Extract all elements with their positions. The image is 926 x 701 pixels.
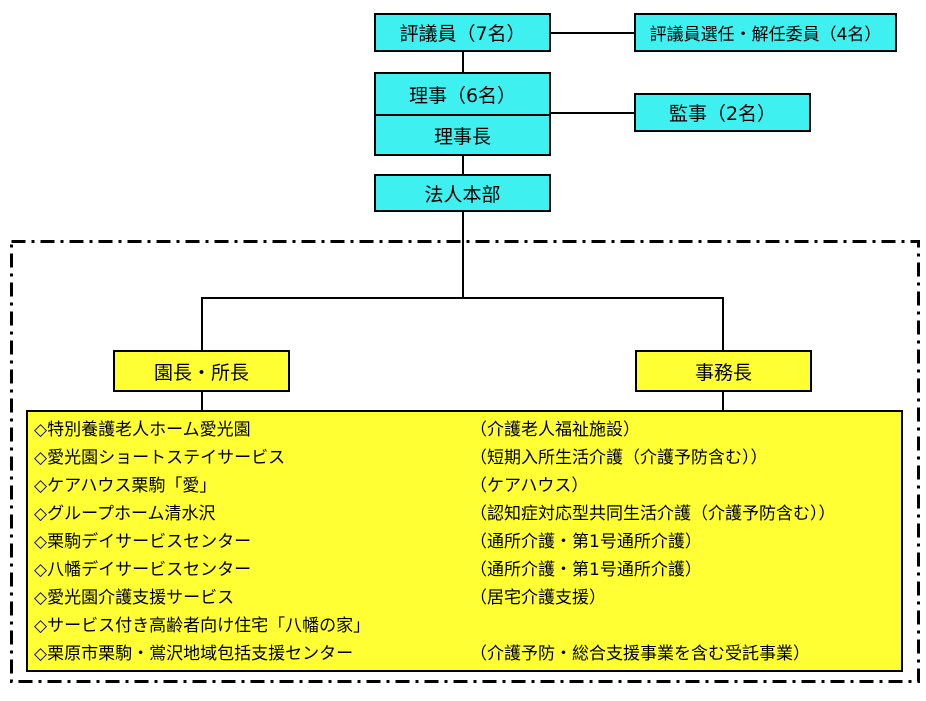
list-item: ◇サービス付き高齢者向け住宅「八幡の家」 [28,612,901,640]
connector-councillors-directors [462,51,464,73]
service-name: ◇グループホーム清水沢 [34,504,216,524]
service-name: ◇ケアハウス栗駒「愛」 [34,476,217,496]
connector-directors-headquarters [462,155,464,175]
connector-councillors-committee [550,32,636,34]
secretary-general-box: 事務長 [635,350,812,392]
service-name: ◇特別養護老人ホーム愛光園 [34,420,251,440]
director-head-box: 園長・所長 [113,350,290,392]
councillors-box: 評議員（7名） [374,13,551,52]
chairman-label: 理事長 [433,125,491,148]
headquarters-box: 法人本部 [374,174,551,212]
service-type: （短期入所生活介護（介護予防含む）） [470,448,768,468]
list-item: ◇愛光園介護支援サービス （居宅介護支援） [28,584,901,612]
connector-branch-horizontal [201,297,724,299]
service-name: ◇八幡デイサービスセンター [34,560,252,580]
service-type: （通所介護・第1号通所介護） [470,532,702,552]
service-type: （通所介護・第1号通所介護） [470,560,702,580]
connector-headquarters-branch [462,211,464,298]
auditors-box: 監事（2名） [634,93,811,132]
directors-box: 理事（6名） 理事長 [374,72,551,156]
directors-divider [376,114,549,116]
list-item: ◇栗駒デイサービスセンター （通所介護・第1号通所介護） [28,528,901,556]
service-name: ◇サービス付き高齢者向け住宅「八幡の家」 [34,616,371,636]
service-name: ◇栗駒デイサービスセンター [34,532,252,552]
directors-label: 理事（6名） [408,84,517,107]
services-list: ◇特別養護老人ホーム愛光園 （介護老人福祉施設） ◇愛光園ショートステイサービス… [26,410,903,672]
election-committee-box: 評議員選任・解任委員（4名） [634,13,897,52]
list-item: ◇グループホーム清水沢 （認知症対応型共同生活介護（介護予防含む）） [28,500,901,528]
service-type: （介護老人福祉施設） [470,420,640,440]
service-name: ◇愛光園ショートステイサービス [34,448,286,468]
service-name: ◇愛光園介護支援サービス [34,588,235,608]
list-item: ◇ケアハウス栗駒「愛」 （ケアハウス） [28,472,901,500]
dashed-operations-frame [10,240,920,683]
service-type: （介護予防・総合支援事業を含む受託事業） [470,644,810,664]
connector-branch-left [201,297,203,352]
service-type: （認知症対応型共同生活介護（介護予防含む）） [470,504,836,524]
list-item: ◇栗原市栗駒・鴬沢地域包括支援センター （介護予防・総合支援事業を含む受託事業） [28,640,901,668]
list-item: ◇八幡デイサービスセンター （通所介護・第1号通所介護） [28,556,901,584]
connector-branch-right [722,297,724,352]
list-item: ◇特別養護老人ホーム愛光園 （介護老人福祉施設） [28,416,901,444]
connector-director-head-services [201,391,203,411]
service-name: ◇栗原市栗駒・鴬沢地域包括支援センター [34,644,354,664]
service-type: （居宅介護支援） [470,588,606,608]
service-type: （ケアハウス） [470,476,589,496]
connector-secretary-services [722,391,724,411]
list-item: ◇愛光園ショートステイサービス （短期入所生活介護（介護予防含む）） [28,444,901,472]
connector-directors-auditors [550,112,636,114]
